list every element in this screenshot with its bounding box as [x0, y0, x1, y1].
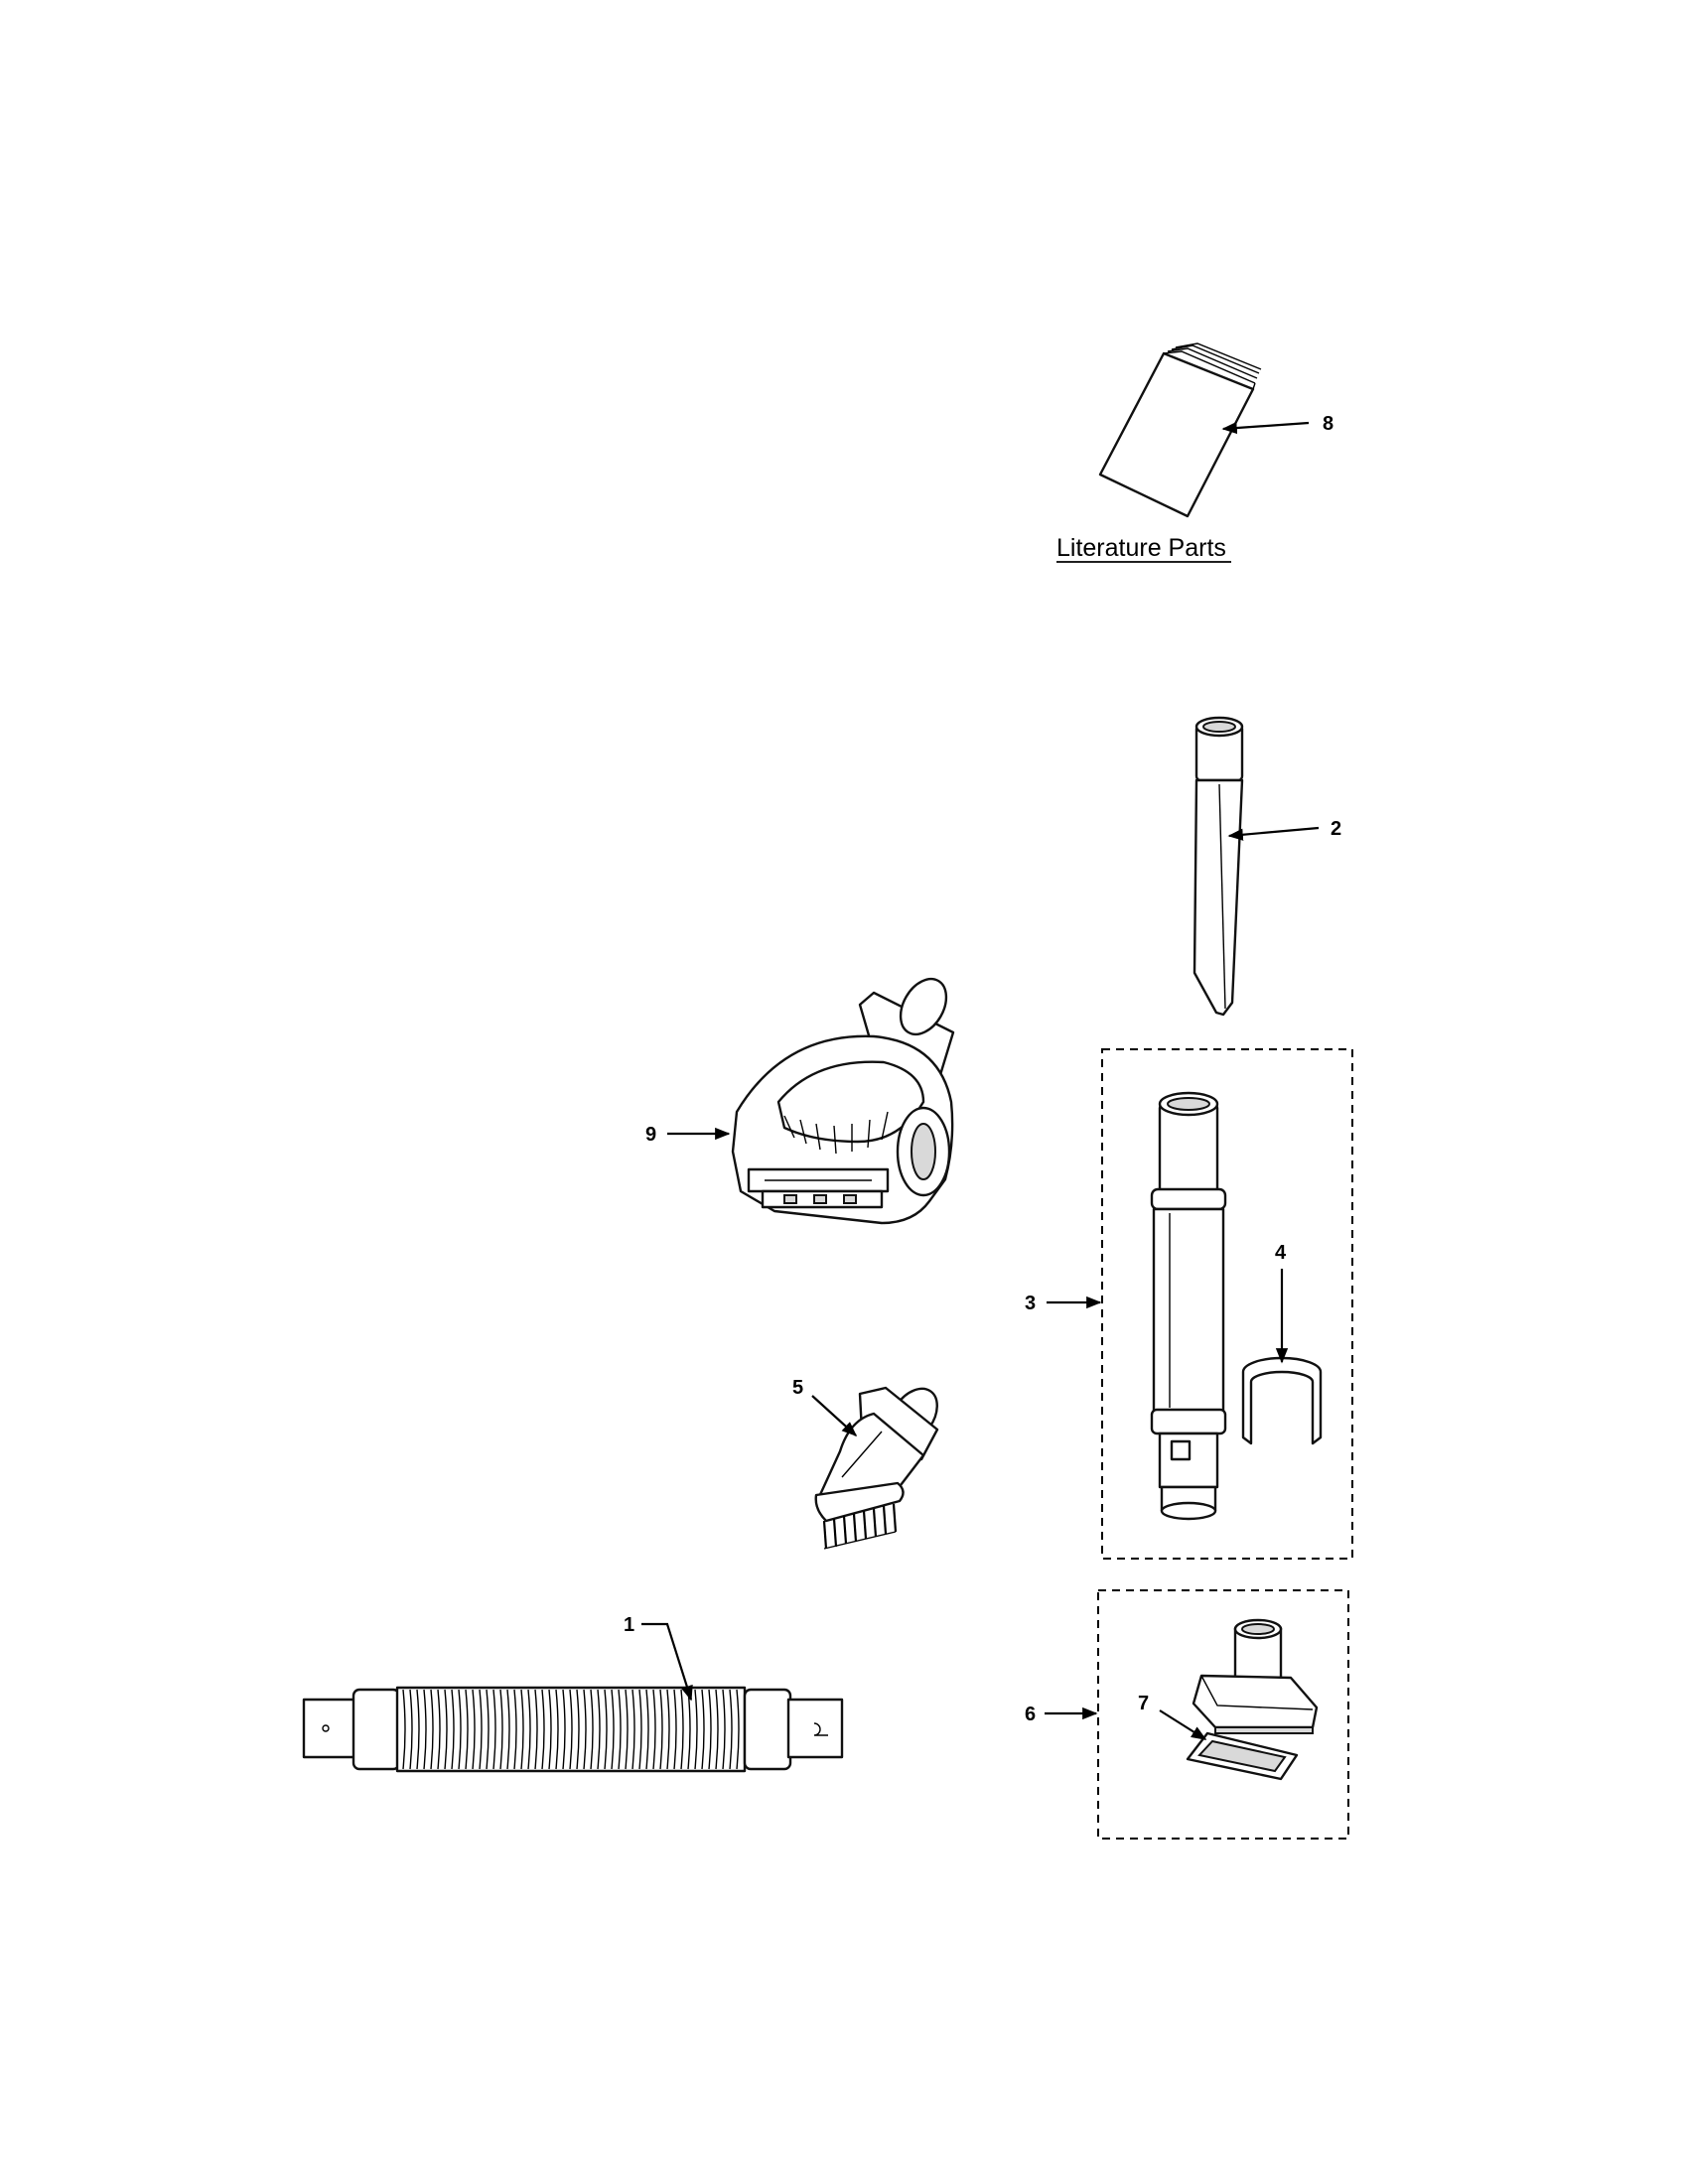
hose-rib	[437, 1689, 441, 1770]
hose-rib	[472, 1689, 476, 1770]
callout-4-label: 4	[1275, 1242, 1287, 1264]
hose-rib	[527, 1689, 531, 1770]
hose-rib	[583, 1689, 587, 1770]
callout-5: 5	[792, 1377, 858, 1437]
hose-rib	[715, 1689, 719, 1770]
hose-rib	[625, 1689, 629, 1770]
hose-rib	[604, 1689, 608, 1770]
hose-rib	[590, 1689, 594, 1770]
hose-rib	[409, 1689, 413, 1770]
dusting-brush-bristles	[822, 1503, 898, 1550]
hose-rib	[534, 1689, 538, 1770]
callout-3: 3	[1025, 1293, 1102, 1314]
hose-rib	[576, 1689, 580, 1770]
hose-rib	[430, 1689, 434, 1770]
wand-clip	[1241, 1356, 1323, 1445]
hose-rib	[492, 1689, 496, 1770]
hose-rib	[611, 1689, 615, 1770]
hose-rib	[444, 1689, 448, 1770]
hose-rib	[694, 1689, 698, 1770]
wand-group-box	[1101, 1048, 1353, 1560]
upholstery-insert	[1186, 1731, 1299, 1781]
hose-rib	[513, 1689, 517, 1770]
hose-rib	[701, 1689, 705, 1770]
literature-parts-caption: Literature Parts	[1056, 534, 1226, 562]
hose-rib	[638, 1689, 642, 1770]
crevice-tool	[1193, 716, 1244, 1017]
hose-rib	[451, 1689, 455, 1770]
hose-rib	[402, 1689, 406, 1770]
callout-8-label: 8	[1323, 413, 1333, 435]
callout-1: 1	[624, 1614, 693, 1702]
upholstery-group-box	[1097, 1589, 1349, 1840]
callout-7: 7	[1138, 1693, 1207, 1740]
callout-3-label: 3	[1025, 1293, 1036, 1314]
hose-rib	[541, 1689, 545, 1770]
hose-rib	[666, 1689, 670, 1770]
callout-4: 4	[1275, 1242, 1289, 1364]
turbo-brush	[731, 977, 955, 1225]
callout-6: 6	[1025, 1704, 1098, 1725]
hose-rib	[645, 1689, 649, 1770]
hose-rib	[506, 1689, 510, 1770]
hose-corrugations	[402, 1689, 740, 1770]
hose-rib	[597, 1689, 601, 1770]
callout-7-label: 7	[1138, 1693, 1149, 1714]
upholstery-tool	[1192, 1618, 1319, 1734]
hose-rib	[673, 1689, 677, 1770]
hose-rib	[479, 1689, 483, 1770]
callout-9: 9	[645, 1124, 731, 1146]
callout-2: 2	[1227, 818, 1341, 841]
literature-booklet	[1098, 342, 1262, 518]
hose-rib	[562, 1689, 566, 1770]
hose-rib	[618, 1689, 622, 1770]
callout-8: 8	[1221, 413, 1333, 435]
hose-rib	[722, 1689, 726, 1770]
hose-rib	[729, 1689, 733, 1770]
hose-rib	[465, 1689, 469, 1770]
callout-2-label: 2	[1331, 818, 1341, 840]
callout-6-label: 6	[1025, 1704, 1036, 1725]
hose-rib	[423, 1689, 427, 1770]
hose-rib	[486, 1689, 490, 1770]
callout-9-label: 9	[645, 1124, 656, 1146]
hose-rib	[416, 1689, 420, 1770]
extension-wand	[1150, 1091, 1227, 1521]
hose-rib	[520, 1689, 524, 1770]
hose-rib	[652, 1689, 656, 1770]
dusting-brush	[814, 1386, 939, 1550]
hose-rib	[458, 1689, 462, 1770]
hose-rib	[632, 1689, 635, 1770]
hose-rib	[569, 1689, 573, 1770]
flexible-hose	[302, 1686, 844, 1773]
hose-rib	[499, 1689, 503, 1770]
hose-rib	[548, 1689, 552, 1770]
hose-rib	[555, 1689, 559, 1770]
hose-rib	[736, 1689, 740, 1770]
callout-1-label: 1	[624, 1614, 634, 1636]
literature-caption: Literature Parts	[1056, 534, 1231, 563]
hose-rib	[708, 1689, 712, 1770]
callout-5-label: 5	[792, 1377, 803, 1399]
hose-rib	[659, 1689, 663, 1770]
